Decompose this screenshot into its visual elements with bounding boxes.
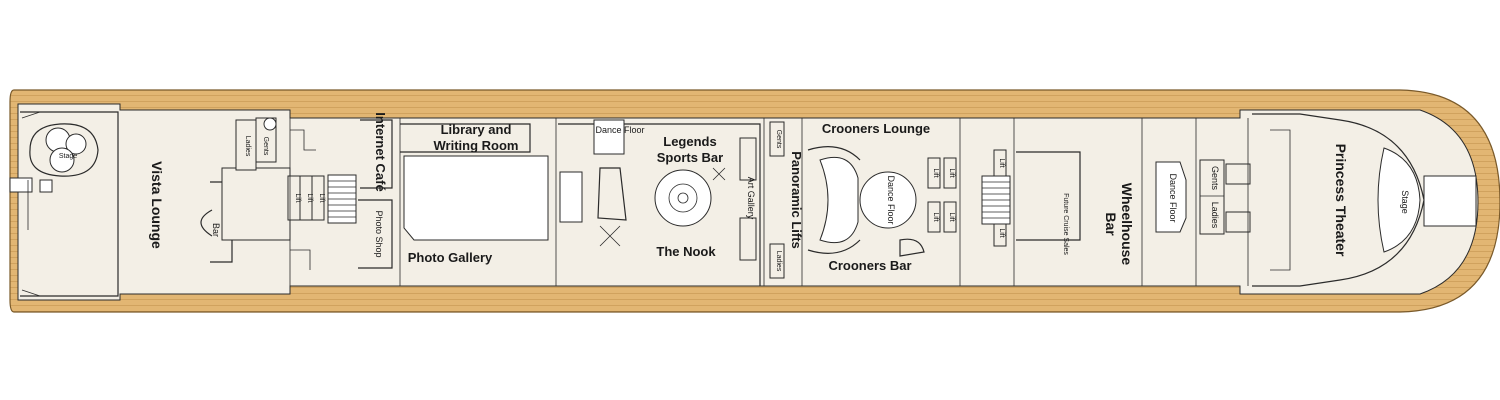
lift-c1-label: Lift (998, 158, 1005, 167)
library-label-line2: Writing Room (434, 138, 519, 153)
panoramic-lifts-label: Panoramic Lifts (789, 151, 804, 249)
dance-floor-wheelhouse-label: Dance Floor (1168, 173, 1178, 222)
wheelhouse-area: Lift Lift Future Cruise Sales Wheelhouse… (981, 149, 1187, 266)
fwd-bow-stub (1423, 175, 1477, 227)
lift-b1-label: Lift (932, 168, 939, 177)
lift-a3-label: Lift (318, 193, 325, 202)
bar-aft-label: Bar (211, 223, 221, 237)
library-area: Library and Writing Room Photo Gallery (400, 122, 549, 265)
photo-gallery-label: Photo Gallery (408, 250, 493, 265)
vista-lounge-label: Vista Lounge (149, 161, 165, 249)
ladies-aft-label: Ladies (244, 136, 251, 157)
lift-c2-label: Lift (998, 228, 1005, 237)
aft-service-core: Ladies Gents Lift Lift Lift (221, 117, 325, 270)
lift-b3-label: Lift (932, 212, 939, 221)
lift-b2-label: Lift (948, 168, 955, 177)
princess-theater-area: Princess Theater Stage (1252, 113, 1425, 287)
lift-b4-label: Lift (948, 212, 955, 221)
stage-fwd-label: Stage (1400, 190, 1410, 214)
wheelhouse-label-line2: Bar (1103, 212, 1119, 236)
dance-floor-crooners-label: Dance Floor (886, 175, 896, 224)
art-gallery-label: Art Gallery (746, 177, 756, 220)
gents-mid-label: Gents (775, 130, 782, 149)
vista-lounge-area: Stage Vista Lounge Bar (20, 111, 233, 297)
internet-cafe-area: Internet Café Photo Shop (358, 112, 393, 269)
gents-aft-label: Gents (262, 137, 269, 156)
aft-stairs-stub (9, 177, 33, 193)
future-cruise-sales-label: Future Cruise Sales (1062, 193, 1069, 255)
fwd-lifts-core: Lift Lift Lift Lift (927, 157, 957, 233)
lift-a1-label: Lift (294, 193, 301, 202)
legends-label-line2: Sports Bar (657, 150, 723, 165)
gents-fwd-label: Gents (1210, 166, 1220, 191)
aft-door-stub (39, 179, 53, 193)
photo-shop-label: Photo Shop (374, 210, 384, 257)
aft-stairs (327, 174, 357, 224)
bulkhead-lines (289, 118, 1249, 286)
the-nook-label: The Nook (656, 244, 716, 259)
legends-area: Dance Floor Legends Sports Bar The Nook … (558, 119, 761, 286)
princess-theater-label: Princess Theater (1333, 144, 1349, 257)
interior-deck (17, 103, 1479, 301)
ladies-fwd-label: Ladies (1210, 202, 1220, 229)
lift-a2-label: Lift (306, 193, 313, 202)
crooners-lounge-label: Crooners Lounge (822, 121, 930, 136)
wheelhouse-label-line1: Wheelhouse (1119, 183, 1135, 266)
fwd-restrooms: Gents Ladies (1199, 159, 1251, 235)
ladies-mid-label: Ladies (775, 251, 782, 272)
crooners-area: Crooners Lounge Dance Floor Crooners Bar (807, 121, 930, 273)
legends-label-line1: Legends (663, 134, 716, 149)
dance-floor-legends-label: Dance Floor (595, 125, 644, 135)
stage-aft-label: Stage (59, 153, 77, 160)
mid-service-core: Gents Ladies Panoramic Lifts (769, 121, 804, 279)
library-label-line1: Library and (441, 122, 512, 137)
internet-cafe-label: Internet Café (373, 112, 388, 191)
crooners-bar-label: Crooners Bar (828, 258, 911, 273)
